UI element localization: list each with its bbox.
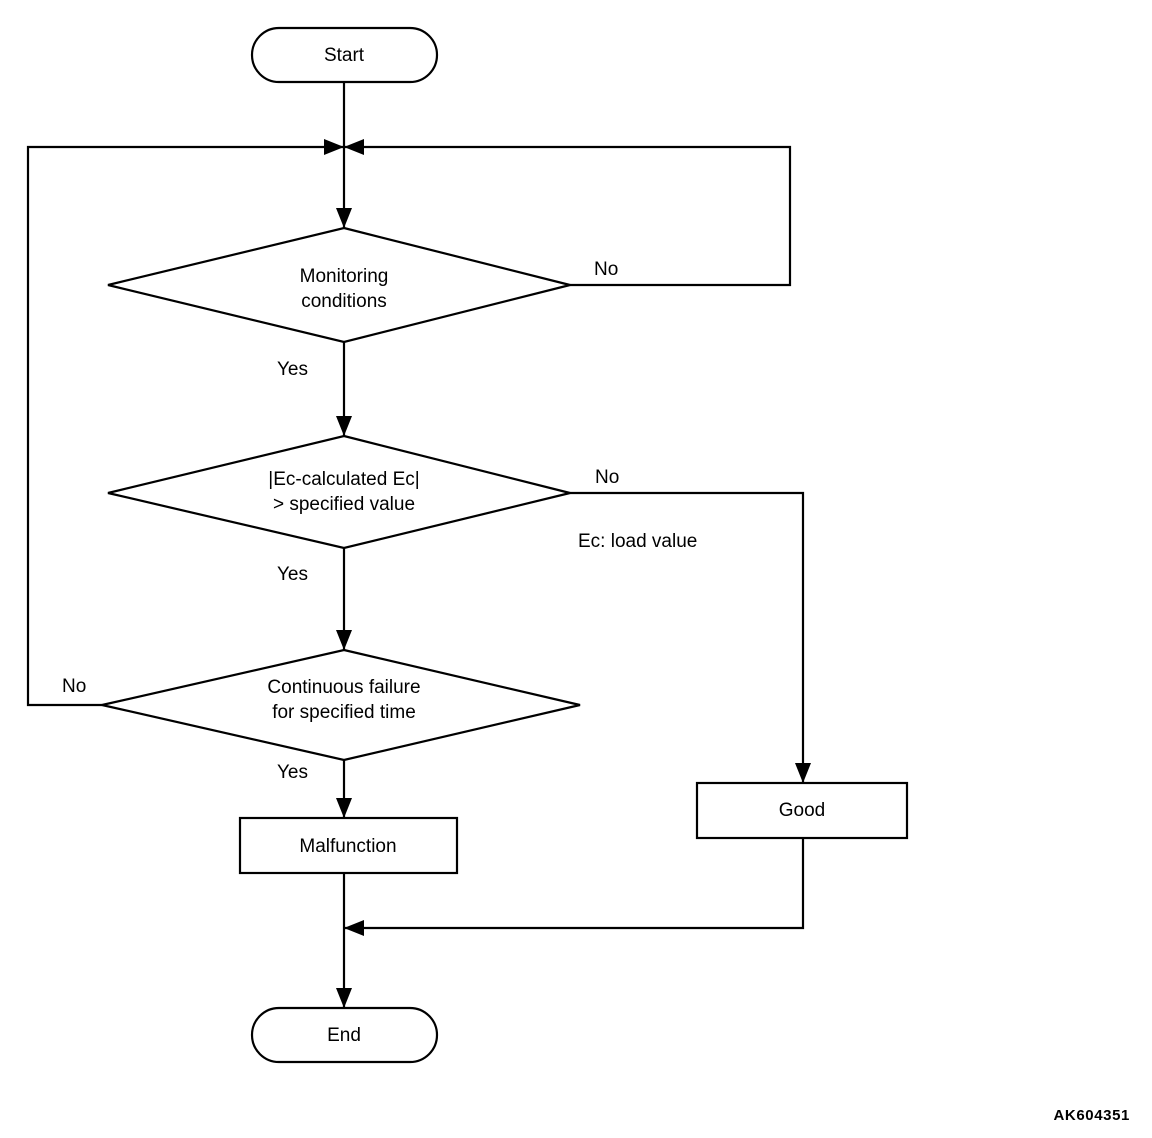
edge-continuous-no-loop (26, 145, 344, 707)
edge-label-continuous-no: No (62, 676, 86, 697)
node-continuous-failure[interactable] (101, 648, 581, 762)
node-threshold-check[interactable] (107, 434, 571, 550)
node-continuous-label-line1: Continuous failure (267, 677, 420, 698)
node-monitoring-label-line2: conditions (301, 291, 387, 312)
node-good[interactable] (695, 781, 909, 840)
node-threshold-label-line1: |Ec-calculated Ec| (268, 469, 419, 490)
node-end[interactable] (250, 1006, 439, 1064)
arrowhead-loop-right-into-junction (344, 139, 364, 155)
node-start-label: Start (324, 45, 365, 66)
node-start[interactable] (250, 26, 439, 84)
edge-monitoring-no-loop (344, 145, 792, 287)
arrowhead-good-merge (344, 920, 364, 936)
arrowhead-to-malfunction (336, 798, 352, 818)
arrowhead-loop-left-into-junction (324, 139, 344, 155)
node-good-label: Good (779, 800, 825, 821)
node-threshold-label-line2: > specified value (273, 494, 415, 515)
edge-label-threshold-no: No (595, 467, 619, 488)
node-monitoring-label-line1: Monitoring (300, 266, 389, 287)
edge-label-threshold-yes: Yes (277, 564, 308, 585)
edge-label-monitoring-yes: Yes (277, 359, 308, 380)
figure-code-label: AK604351 (1053, 1107, 1130, 1124)
arrowhead-to-monitoring (336, 208, 352, 228)
node-continuous-label-line2: for specified time (272, 702, 416, 723)
node-malfunction[interactable] (238, 816, 459, 875)
node-monitoring-conditions[interactable] (107, 226, 571, 344)
node-malfunction-label: Malfunction (299, 836, 396, 857)
arrowhead-to-good (795, 763, 811, 783)
arrowhead-to-end (336, 988, 352, 1008)
arrowhead-to-threshold (336, 416, 352, 436)
node-end-label: End (327, 1025, 361, 1046)
edge-label-continuous-yes: Yes (277, 762, 308, 783)
edge-threshold-no-to-good (570, 491, 805, 783)
edge-label-monitoring-no: No (594, 259, 618, 280)
arrowhead-to-continuous (336, 630, 352, 650)
edge-good-merge (344, 838, 805, 930)
annotation-ec-load-value: Ec: load value (578, 531, 697, 552)
